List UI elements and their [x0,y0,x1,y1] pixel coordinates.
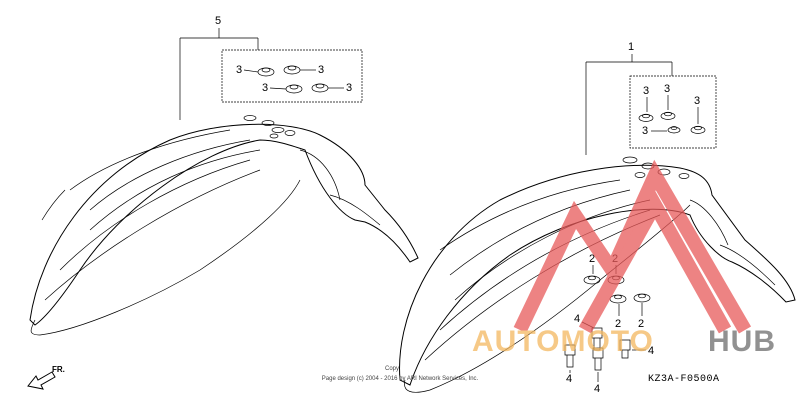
callout-4: 4 [594,383,600,395]
left-group-callout: 5 3 3 3 3 [179,15,363,120]
diagram-code: KZ3A-F0500A [648,374,720,385]
callout-2: 2 [615,318,621,330]
right-fender [399,156,796,393]
watermark: AUTOMOTO HUB [472,159,776,358]
callout-2: 2 [589,253,595,265]
direction-label: FR. [52,365,65,374]
callout-3: 3 [236,64,242,76]
left-fender [29,115,419,336]
front-arrow-icon [27,371,56,390]
watermark-text-grey: HUB [708,325,776,358]
callout-4: 4 [574,313,580,325]
callout-5: 5 [215,15,221,27]
callout-2: 2 [638,318,644,330]
watermark-logo [513,159,752,334]
callout-3: 3 [262,82,268,94]
copyright-line1: Copy [385,366,399,372]
callout-1: 1 [628,41,634,53]
callout-3: 3 [664,83,670,95]
bolt-group: 4 4 4 4 [564,313,654,395]
watermark-text-orange: AUTOMOTO [472,325,654,358]
callout-3: 3 [318,64,324,76]
callout-3: 3 [643,85,649,97]
direction-indicator: FR. [27,365,65,390]
right-grommets [638,111,706,134]
callout-3: 3 [694,95,700,107]
copyright-line2: Page design (c) 2004 - 2016 by ARI Netwo… [322,376,479,382]
callout-4: 4 [648,345,654,357]
callout-3: 3 [642,125,648,137]
right-group-callout: 1 3 3 3 3 [585,41,717,155]
callout-3: 3 [346,82,352,94]
callout-4: 4 [566,373,572,385]
